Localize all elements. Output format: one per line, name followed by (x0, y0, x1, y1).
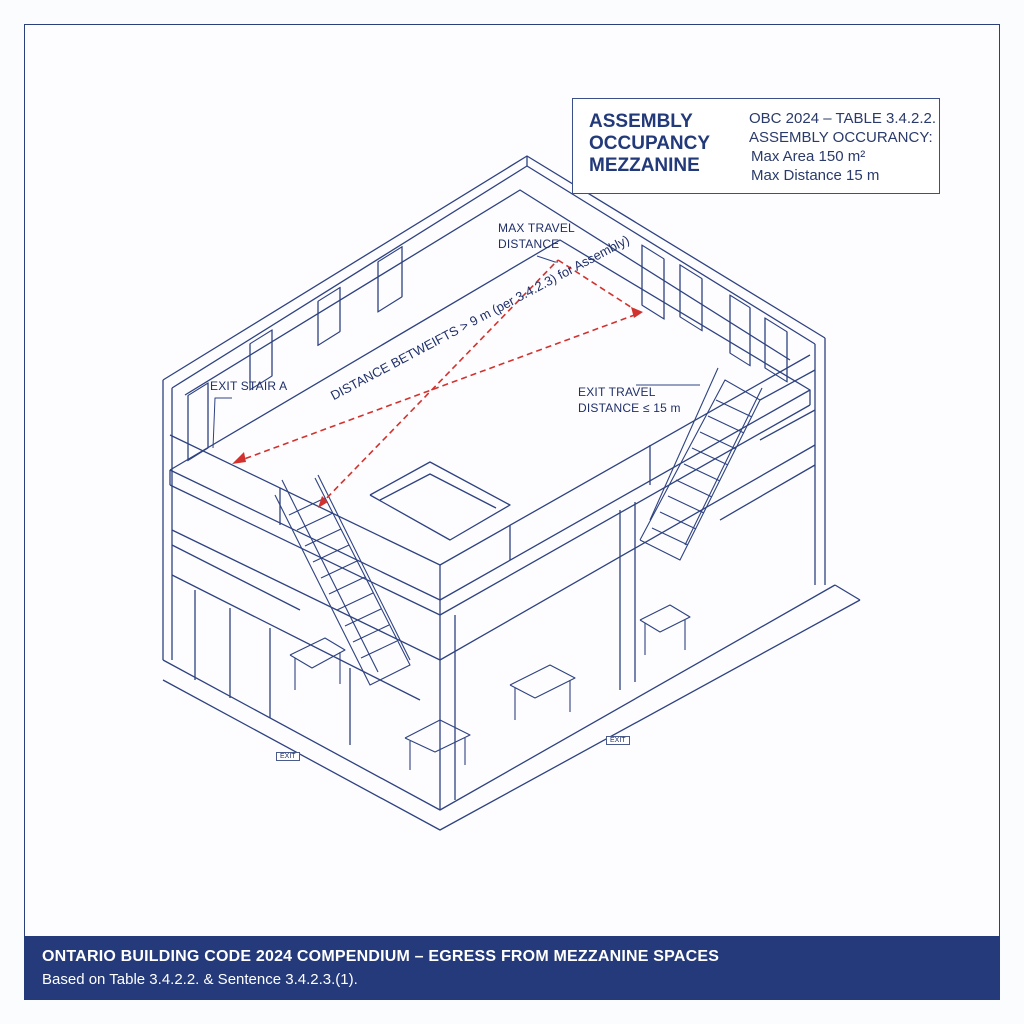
exit-tag: EXIT (276, 752, 300, 761)
travel-distance-line (235, 259, 641, 506)
exit-stair-a-label: EXIT STAIR A (210, 378, 287, 394)
leader-lines (212, 255, 700, 449)
info-title-line: MEZZANINE (589, 155, 700, 176)
info-title-line: OCCUPANCY (589, 133, 711, 154)
footer-subtitle: Based on Table 3.4.2.2. & Sentence 3.4.2… (42, 971, 358, 988)
info-specs: OBC 2024 – TABLE 3.4.2.2. ASSEMBLY OCCUR… (749, 109, 937, 185)
info-spec-line: ASSEMBLY OCCURANCY: (749, 129, 933, 146)
info-title: ASSEMBLY OCCUPANCY MEZZANINE (589, 111, 739, 177)
info-title-line: ASSEMBLY (589, 111, 693, 132)
exit-travel-line: EXIT TRAVEL (578, 385, 656, 399)
building-walls (162, 155, 826, 660)
footer-banner: ONTARIO BUILDING CODE 2024 COMPENDIUM – … (24, 936, 1000, 1000)
exit-stair-a-text: EXIT STAIR A (210, 379, 288, 393)
occupancy-info-box: ASSEMBLY OCCUPANCY MEZZANINE OBC 2024 – … (572, 98, 940, 194)
max-travel-line: DISTANCE (498, 237, 560, 251)
footer-title: ONTARIO BUILDING CODE 2024 COMPENDIUM – … (42, 948, 720, 965)
exit-stair-a (274, 474, 411, 686)
exit-travel-label: EXIT TRAVEL DISTANCE ≤ 15 m (578, 384, 681, 416)
travel-distance-arrows (232, 307, 643, 508)
max-travel-label: MAX TRAVEL DISTANCE (498, 220, 575, 252)
info-spec-line: Max Area 150 m² (751, 148, 866, 165)
exit-tag: EXIT (606, 736, 630, 745)
windows (187, 244, 788, 462)
info-spec-line: OBC 2024 – TABLE 3.4.2.2. (749, 110, 937, 127)
lower-level (162, 444, 861, 831)
info-spec-line: Max Distance 15 m (751, 167, 880, 184)
right-wall-detail (719, 369, 816, 521)
max-travel-line: MAX TRAVEL (498, 221, 575, 235)
mezzanine-floor (169, 239, 811, 616)
exit-travel-line: DISTANCE ≤ 15 m (578, 401, 681, 415)
tables-chairs (289, 604, 691, 770)
